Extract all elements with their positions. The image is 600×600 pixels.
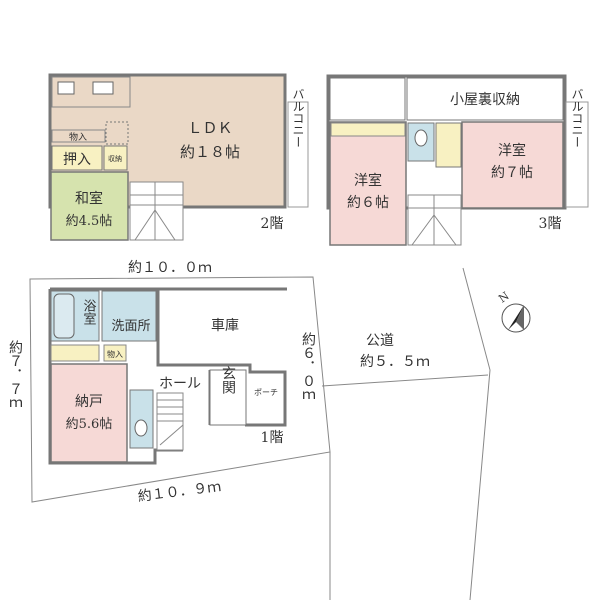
floor-2: 物入 押入 収納 和室 約4.5帖 ＬＤＫ 約１８帖 バルコニー 2階 <box>48 73 309 241</box>
floor-1-label: 1階 <box>261 430 284 446</box>
garage-label: 車庫 <box>211 317 239 334</box>
room7-size: 約７帖 <box>491 165 533 181</box>
ldk-name: ＬＤＫ <box>187 119 232 137</box>
stove-icon <box>57 81 75 95</box>
road-width: 約５．５ｍ <box>360 354 430 370</box>
closet-1f <box>50 344 100 362</box>
room-6jo <box>329 121 407 246</box>
storage-name: 納戸 <box>75 394 103 410</box>
closet-3f-right <box>435 122 462 168</box>
entrance <box>209 369 247 426</box>
monoire-1f-label: 物入 <box>107 349 123 359</box>
closet-3f-left <box>330 122 406 137</box>
attic-storage <box>406 77 564 121</box>
dimension-top: 約１０．０ｍ <box>128 260 212 276</box>
storage-size: 約5.6帖 <box>66 417 113 432</box>
entrance-label: 玄関 <box>220 365 236 395</box>
washroom-label: 洗面所 <box>111 319 150 334</box>
floor-3: 小屋裏収納 洋室 約６帖 洋室 約７帖 バルコニー 3階 <box>326 74 589 246</box>
compass-icon: N <box>496 289 531 333</box>
balcony-2f-label: バルコニー <box>291 88 305 148</box>
monoire-label: 物入 <box>69 131 87 143</box>
dimension-right: 約６．０ｍ <box>300 332 316 402</box>
monoire-2f <box>51 129 106 143</box>
road: 公道 約５．５ｍ <box>321 267 491 600</box>
balcony-2f <box>287 101 309 208</box>
washitsu-size: 約4.5帖 <box>66 214 113 229</box>
attic-label: 小屋裏収納 <box>450 91 520 108</box>
compass-north-label: N <box>496 289 512 305</box>
bathtub-icon <box>53 293 75 339</box>
room6-name: 洋室 <box>354 172 382 189</box>
balcony-3f-label: バルコニー <box>570 88 584 148</box>
ldk-size: 約１８帖 <box>180 143 240 161</box>
fridge-space <box>105 121 129 145</box>
dimension-left: 約７．７ｍ <box>7 340 23 410</box>
road-name: 公道 <box>366 333 394 349</box>
hall-label: ホール <box>159 376 201 392</box>
washitsu-room <box>50 171 129 241</box>
shuno-label: 収納 <box>108 154 122 163</box>
toilet-1f <box>129 389 154 449</box>
washroom <box>101 290 157 342</box>
room6-size: 約６帖 <box>347 195 389 211</box>
sink-icon <box>92 81 114 95</box>
stairs-2f <box>129 181 184 241</box>
monoire-1f <box>103 344 127 362</box>
oshiire <box>51 145 103 171</box>
toilet-icon <box>414 129 428 147</box>
attic-left <box>329 77 406 121</box>
storage-room <box>50 363 128 463</box>
floor-2-label: 2階 <box>261 216 284 232</box>
floor-1: 浴室 洗面所 物入 納戸 約5.6帖 車庫 ホール 玄関 ポーチ 1階 <box>29 276 331 503</box>
room-7jo <box>461 121 564 209</box>
building-1f-walls <box>48 287 287 465</box>
road-width-arrow <box>321 374 489 387</box>
balcony-3f <box>565 101 589 208</box>
room7-name: 洋室 <box>498 142 526 159</box>
washitsu-name: 和室 <box>75 190 103 207</box>
shuno <box>103 145 128 171</box>
oshiire-label: 押入 <box>63 152 91 168</box>
floor-3-label: 3階 <box>539 216 562 232</box>
porch-label: ポーチ <box>254 388 278 397</box>
dimension-bottom: 約１０．９ｍ <box>137 479 222 505</box>
toilet-icon <box>134 419 148 437</box>
stairs-1f <box>156 392 184 451</box>
stairs-3f <box>407 194 462 246</box>
bath-label: 浴室 <box>81 299 97 325</box>
